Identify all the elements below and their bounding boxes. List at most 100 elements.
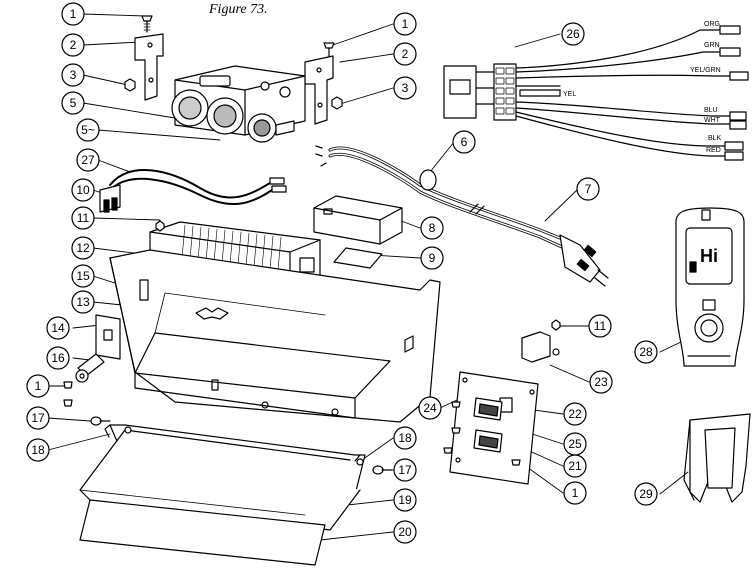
callout-c3a: 3 <box>61 63 85 87</box>
front-door-part-19 <box>79 424 366 531</box>
callout-number: 19 <box>398 493 412 507</box>
callout-c2a: 2 <box>61 33 85 57</box>
nut-part-11-right <box>551 319 561 331</box>
bracket-part-2-left <box>134 33 164 101</box>
screw-part-17-left <box>90 416 111 426</box>
callout-c27: 27 <box>76 148 100 172</box>
wire-label-blu: BLU <box>704 107 718 114</box>
callout-circle <box>576 177 600 201</box>
callout-number: 6 <box>461 135 468 149</box>
callout-c7: 7 <box>576 177 600 201</box>
callout-number: 1 <box>35 379 42 393</box>
callout-number: 23 <box>594 375 608 389</box>
callout-number: 25 <box>568 437 582 451</box>
callout-c20: 20 <box>393 520 417 544</box>
callout-c11a: 11 <box>71 206 95 230</box>
callout-number: 1 <box>70 7 77 21</box>
wire-harness-part-27 <box>109 169 287 206</box>
remote-part-28 <box>675 207 745 367</box>
callout-c28: 28 <box>634 340 658 364</box>
callout-c5: 5 <box>61 91 85 115</box>
callout-number: 26 <box>566 27 580 41</box>
callout-number: 5 <box>70 96 77 110</box>
wire-label-grn: GRN <box>704 42 720 49</box>
callout-number: 10 <box>76 183 90 197</box>
hinge-part-18 <box>124 426 364 466</box>
nut-part-11-left <box>155 220 165 232</box>
callout-number: 22 <box>568 407 582 421</box>
callout-c10: 10 <box>71 178 95 202</box>
callout-circle <box>76 148 100 172</box>
remote-display-text: Hi <box>700 246 718 266</box>
callout-circle <box>393 76 417 100</box>
callout-circle <box>393 488 417 512</box>
nut-part-3-right <box>331 96 343 110</box>
callout-circle <box>393 520 417 544</box>
callout-c16: 16 <box>46 346 70 370</box>
callout-circle <box>393 12 417 36</box>
callout-circle <box>588 314 612 338</box>
callout-c26: 26 <box>561 22 585 46</box>
callout-c18a: 18 <box>26 438 50 462</box>
callout-c15: 15 <box>71 264 95 288</box>
callout-c1b: 1 <box>26 374 50 398</box>
callout-number: 3 <box>402 81 409 95</box>
callout-circle <box>61 91 85 115</box>
callout-circle <box>634 340 658 364</box>
callout-number: 28 <box>639 345 653 359</box>
callout-number: 29 <box>639 487 653 501</box>
glass-panel-part-20 <box>79 499 326 566</box>
pad-part-9 <box>333 247 383 269</box>
wire-label-blk: BLK <box>708 135 722 142</box>
switch-part-23 <box>521 331 560 363</box>
callout-c8: 8 <box>420 216 444 240</box>
screw-part-1-left <box>63 381 73 407</box>
callout-number: 16 <box>51 351 65 365</box>
bracket-part-14 <box>95 314 121 360</box>
callout-circle <box>563 402 587 426</box>
callout-circle <box>61 63 85 87</box>
nut-part-3-left <box>124 78 136 92</box>
callout-number: 7 <box>585 182 592 196</box>
callout-number: 5~ <box>81 123 95 137</box>
callout-circle <box>61 33 85 57</box>
callout-c24: 24 <box>418 396 442 420</box>
connector-part-10 <box>99 184 121 213</box>
firebox-tray-part-13 <box>109 249 441 423</box>
callout-number: 1 <box>402 17 409 31</box>
callout-c9: 9 <box>420 246 444 270</box>
callout-number: 9 <box>429 251 436 265</box>
callout-c25: 25 <box>563 432 587 456</box>
wire-label-yel: YEL <box>563 91 576 98</box>
figure-title: Figure 73. <box>209 2 268 17</box>
callout-number: 21 <box>568 459 582 473</box>
callout-c2b: 2 <box>393 42 417 66</box>
wire-labels: ORG GRN YEL/GRN YEL BLU WHT BLK RED <box>563 21 722 154</box>
callout-number: 13 <box>76 295 90 309</box>
power-cord-part-7 <box>328 146 609 287</box>
callout-number: 14 <box>51 321 65 335</box>
callout-circle <box>71 178 95 202</box>
callout-c3b: 3 <box>393 76 417 100</box>
igniter-part-16 <box>75 353 105 383</box>
callout-circle <box>71 290 95 314</box>
callout-circle <box>393 426 417 450</box>
wire-label-wht: WHT <box>704 117 721 124</box>
callout-circle <box>393 42 417 66</box>
callout-circle <box>634 482 658 506</box>
callout-c21: 21 <box>563 454 587 478</box>
wire-label-yelgrn: YEL/GRN <box>690 67 721 74</box>
callout-circle <box>452 130 476 154</box>
bracket-part-2-right <box>304 55 334 125</box>
callout-number: 24 <box>423 401 437 415</box>
callout-circle <box>420 246 444 270</box>
wiring-harness-part-26 <box>443 25 749 161</box>
callout-number: 11 <box>77 211 90 225</box>
callout-circle <box>563 454 587 478</box>
callout-number: 18 <box>398 431 412 445</box>
callout-number: 15 <box>76 269 90 283</box>
callout-circle <box>46 316 70 340</box>
callout-c17b: 17 <box>393 458 417 482</box>
screw-part-1-top <box>141 15 153 33</box>
